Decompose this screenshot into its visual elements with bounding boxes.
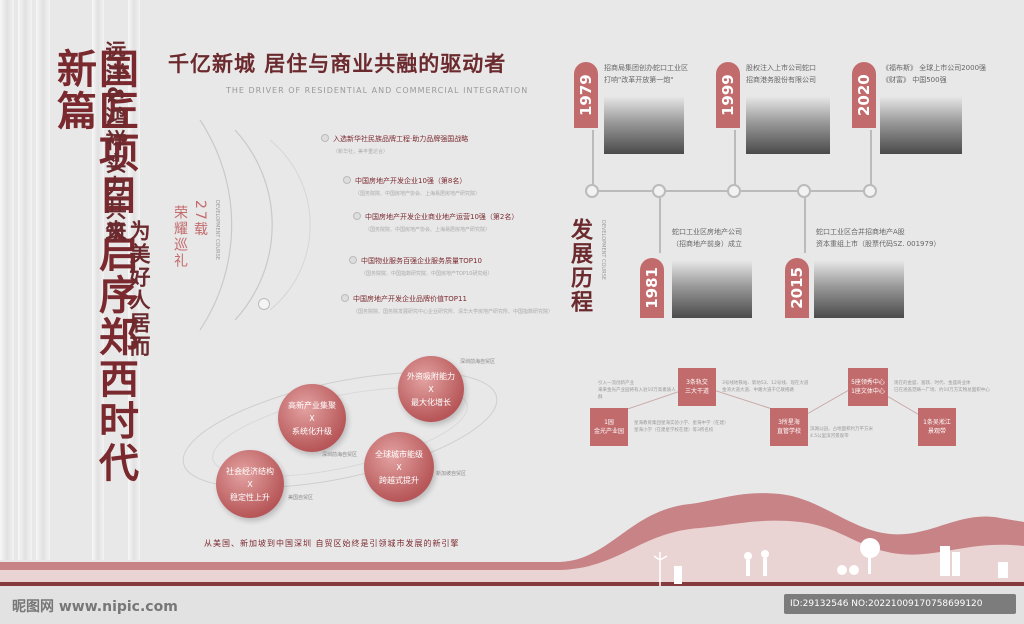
milestone-text: 股权注入上市公司蛇口招商港务股份有限公司 (746, 64, 816, 84)
map-note: 3号线地铁站、新坊53、12号线、现在大道 金湾大道大道、中路大道千亿联络路 (722, 381, 809, 393)
honor-item: 中国房地产开发企业商业地产运营10强（第2名） （国务院院、中国房地产协会、上海… (353, 212, 518, 233)
milestone-text: 蛇口工业区合并招商地产A股资本重组上市（股票代码SZ. 001979） (816, 228, 941, 248)
timeline-node (652, 184, 666, 198)
honor-item: 入选新华社民族品牌工程·助力品牌强国战略 （新华社，美丰重达合） (321, 134, 468, 155)
milestone-photo (880, 96, 962, 154)
year-tab-1981: 1981 (640, 258, 664, 318)
vertical-subtitle-b: 为美好人居而来 (103, 220, 151, 358)
map-box: 5座领秀中心 1座文体中心 (848, 368, 888, 406)
honor-item: 中国房地产开发企业品牌价值TOP11 （国务院院、国务院发展研究中心企业研究所、… (341, 294, 553, 315)
milestone-photo (814, 260, 904, 318)
decor-stripe (18, 0, 32, 560)
orbit-label: 美国自贸区 (288, 495, 314, 501)
watermark: 昵图网 www.nipic.com (12, 599, 178, 615)
footer-slogan: 从美国、新加坡到中国深圳 自贸区始终是引领城市发展的新引擎 (204, 539, 460, 548)
map-note: 现在的金盛、富跃、时代、金盛商业体 已在涵盖范畴一广场、约10万方实物总面积中心 (894, 381, 990, 393)
landscape-illustration (0, 493, 1024, 624)
timeline-node (585, 184, 599, 198)
year-tab-1999: 1999 (716, 62, 740, 128)
milestone-photo (604, 96, 684, 154)
year-tab-2020: 2020 (852, 62, 876, 128)
year-tab-2015: 2015 (785, 258, 809, 318)
page-headline: 千亿新城 居住与商业共融的驱动者 (168, 52, 507, 76)
economy-circle: 社会经济结构 X 稳定性上升 (216, 450, 284, 518)
milestone-photo (746, 96, 830, 154)
image-id: ID:29132546 NO:20221009170758699120 (790, 599, 983, 609)
honor-arcs (199, 119, 311, 331)
decor-stripe (92, 0, 104, 560)
history-title: 发展历程 (567, 218, 592, 314)
economy-circle: 全球城市能级 X 跨越式提升 (364, 432, 434, 502)
timeline-node (863, 184, 877, 198)
economy-circle: 高新产业集聚 X 系统化升级 (278, 384, 346, 452)
honor-item: 中国物业服务百强企业服务质量TOP10 （国务院院、中国指数研究院、中国房地产T… (349, 256, 492, 277)
timeline-node (727, 184, 741, 198)
honor-node (258, 298, 270, 310)
map-note: 滨湖公园，占地面积约万平方米 4.5公里滨河景观带 (810, 427, 873, 439)
history-title-en: DEVELOPMENT COURSE (600, 220, 606, 280)
vertical-subtitle-a: 远洋&鸿祥实力共筑 (103, 40, 127, 245)
orbit-label: 深圳前海自贸区 (322, 452, 358, 458)
map-box: 3所星海 直管学校 (770, 408, 808, 446)
economy-circle: 外资吸附能力 X 最大化增长 (398, 356, 464, 422)
map-box: 3条轨交 三大干道 (678, 368, 716, 406)
year-tab-1979: 1979 (574, 62, 598, 128)
decor-stripe (0, 0, 14, 560)
milestone-photo (672, 260, 752, 318)
milestone-text: 蛇口工业区房地产公司（招商地产前身）成立 (672, 228, 742, 248)
orbit-label: 深圳前海自贸区 (460, 359, 496, 365)
milestone-text: 《福布斯》 全球上市公司2000强《财富》 中国500强 (882, 64, 987, 84)
headline-en: THE DRIVER OF RESIDENTIAL AND COMMERCIAL… (226, 86, 529, 95)
orbit-label: 新加坡自贸区 (436, 471, 467, 477)
decor-stripe (128, 0, 140, 560)
map-box: 1条吴淞江 景观带 (918, 408, 956, 446)
honor-item: 中国房地产开发企业10强（第8名） （国务院院、中国房地产协会、上海易居房地产研… (343, 176, 480, 197)
honor-title: 荣耀巡礼 (172, 205, 188, 269)
honor-title-years: 27载 (192, 200, 208, 238)
timeline-node (797, 184, 811, 198)
honor-title-en: DEVELOPMENT COURSE (214, 200, 220, 260)
decor-stripe (36, 0, 50, 560)
map-box: 1园 金光产业园 (590, 408, 628, 446)
map-note: 引入一流创新产业 来来金光产业园将有入驻10万高素质人群 (598, 381, 676, 400)
main-vertical-title: 国匠项目 启序郑西时代新篇 (50, 48, 138, 484)
map-note: 星海教育集团星海实验小学、星海中学（在建） 星海小学（在建星学校在建）等3所名校 (634, 421, 729, 433)
milestone-text: 招商局集团创办蛇口工业区打响"改革开放第一炮" (604, 64, 688, 84)
